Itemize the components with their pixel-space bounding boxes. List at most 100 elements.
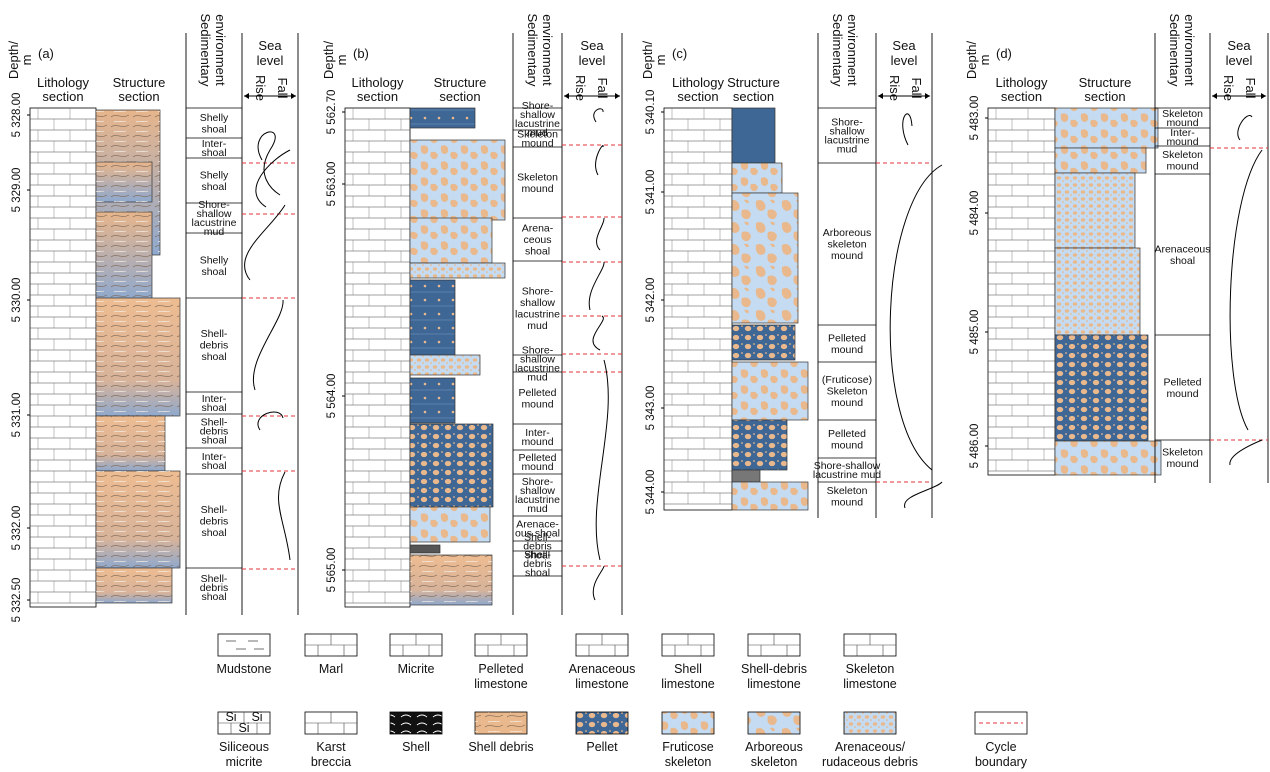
depth-tick-label: 5 562.70 bbox=[326, 90, 338, 135]
structure-bed-texture bbox=[96, 471, 180, 568]
environment-label: debris bbox=[200, 516, 229, 528]
structure-bed bbox=[1054, 147, 1147, 174]
environment-label: Arenace- bbox=[516, 519, 559, 531]
legend-label: Arenaceous/ bbox=[835, 740, 906, 754]
structure-title: section bbox=[1084, 89, 1125, 104]
env-title: Sedimentary bbox=[830, 14, 845, 87]
environment-label: Skeleton bbox=[1162, 446, 1203, 458]
legend-swatch-bricks bbox=[576, 634, 628, 656]
environment-label: mud bbox=[837, 144, 858, 156]
legend-label: limestone bbox=[843, 677, 897, 691]
environment-label: Shelly bbox=[200, 254, 229, 266]
environment-label: lacustrine bbox=[515, 363, 560, 375]
environment-label: shoal bbox=[201, 266, 226, 278]
environment-label: mound bbox=[1166, 136, 1198, 148]
structure-title: section bbox=[118, 89, 159, 104]
lithology-column bbox=[344, 107, 411, 608]
legend-label: rudaceous debris bbox=[822, 755, 918, 769]
environment-label: mud bbox=[204, 226, 225, 238]
structure-bed bbox=[1054, 247, 1141, 336]
environment-label: Arena- bbox=[522, 223, 554, 235]
fall-label: Fall bbox=[595, 78, 610, 99]
environment-label: shoal bbox=[525, 550, 550, 562]
depth-tick-label: 5 483.00 bbox=[969, 96, 981, 141]
environment-label: debris bbox=[523, 541, 552, 553]
legend-label: micrite bbox=[226, 755, 263, 769]
depth-tick-label: 5 564.00 bbox=[326, 374, 338, 419]
lithology-title: Lithology bbox=[995, 75, 1048, 90]
environment-label: Shore- bbox=[831, 117, 863, 129]
legend-swatch bbox=[843, 711, 897, 735]
environment-label: mound bbox=[1166, 117, 1198, 129]
legend-item-shell: Shell bbox=[389, 711, 443, 754]
depth-tick-label: 5 563.00 bbox=[326, 162, 338, 207]
panel-label: (a) bbox=[38, 46, 54, 61]
environment-label: mud bbox=[527, 503, 548, 515]
environment-label: Shell- bbox=[524, 532, 551, 544]
environment-label: Inter- bbox=[525, 427, 550, 439]
legend-label: limestone bbox=[661, 677, 715, 691]
structure-bed-texture bbox=[96, 298, 180, 416]
environment-label: Skeleton bbox=[827, 386, 868, 398]
environment-label: Shore- bbox=[522, 476, 554, 488]
environment-label: Pelleted bbox=[1164, 376, 1202, 388]
legend-swatch-texture bbox=[475, 712, 527, 734]
legend-swatch-bricks bbox=[748, 634, 800, 656]
sea-level-curve bbox=[244, 131, 291, 561]
environment-label: mound bbox=[521, 436, 553, 448]
legend-si-glyph: Si bbox=[251, 710, 262, 724]
depth-tick-label: 5 340.10 bbox=[645, 90, 657, 135]
legend-swatch-bricks bbox=[844, 634, 896, 656]
lithology-title: section bbox=[677, 89, 718, 104]
environment-label: shoal bbox=[201, 181, 226, 193]
structure-bed bbox=[409, 354, 481, 376]
environment-label: mound bbox=[521, 138, 553, 150]
depth-tick-label: 5 485.00 bbox=[969, 310, 981, 355]
sea-level-title: level bbox=[1226, 53, 1253, 68]
rise-label: Rise bbox=[887, 75, 902, 101]
depth-tick-label: 5 331.00 bbox=[11, 393, 23, 438]
fall-label: Fall bbox=[909, 78, 924, 99]
environment-label: (Fruticose) bbox=[822, 374, 872, 386]
legend-label: Micrite bbox=[398, 662, 435, 676]
environment-label: Shore- bbox=[522, 285, 554, 297]
legend-si-glyph: Si bbox=[225, 710, 236, 724]
legend-label: Fruticose bbox=[662, 740, 713, 754]
depth-axis-unit: m bbox=[334, 55, 349, 66]
environment-label: shoal bbox=[201, 527, 226, 539]
structure-bed bbox=[731, 192, 799, 324]
sea-level-curve bbox=[889, 113, 943, 509]
environment-label: shallow bbox=[829, 126, 864, 138]
legend-item-shell_debris: Shell debris bbox=[468, 711, 534, 754]
environment-label: Shelly bbox=[200, 112, 229, 124]
environment-label: debris bbox=[523, 558, 552, 570]
sea-level-title: Sea bbox=[1227, 38, 1251, 53]
sea-level-title: Sea bbox=[580, 38, 604, 53]
lithology-column bbox=[663, 107, 733, 511]
environment-label: Inter- bbox=[202, 451, 227, 463]
structure-bed-texture bbox=[96, 162, 152, 202]
environment-label: shoal bbox=[201, 351, 226, 363]
structure-bed bbox=[731, 419, 788, 471]
structure-bed bbox=[409, 377, 456, 424]
environment-label: Shell- bbox=[201, 504, 228, 516]
environment-label: mound bbox=[831, 496, 863, 508]
environment-label: shoal bbox=[201, 435, 226, 447]
environment-label: Skeleton bbox=[517, 129, 558, 141]
structure-title: Structure bbox=[727, 75, 780, 90]
depth-axis-title: Depth/ bbox=[640, 40, 655, 79]
environment-label: Shell- bbox=[201, 417, 228, 429]
legend-swatch-bricks bbox=[475, 634, 527, 656]
legend-swatch-bricks bbox=[662, 634, 714, 656]
legend-swatch bbox=[575, 711, 629, 735]
rise-label: Rise bbox=[253, 75, 268, 101]
panel-c: (c)Depth/mLithologysectionStructuresecti… bbox=[640, 14, 943, 518]
environment-label: lacustrine bbox=[825, 135, 870, 147]
environment-label: lacustrine mud bbox=[813, 469, 881, 481]
structure-bed-texture bbox=[96, 212, 152, 300]
